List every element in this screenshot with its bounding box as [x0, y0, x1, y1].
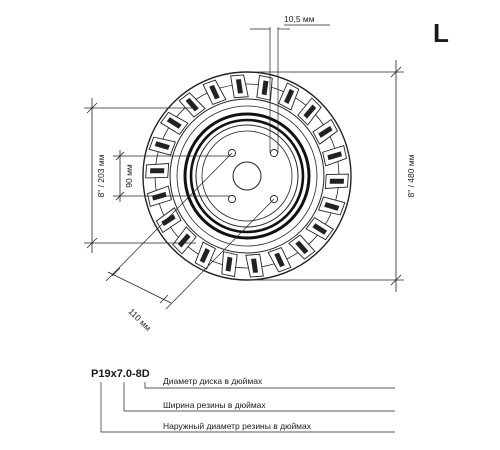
bolt-hole-label: 10,5 мм: [284, 14, 315, 24]
dim-rim-diameter: 8" / 203 мм: [84, 98, 196, 253]
rim-diameter-label: 8" / 203 мм: [96, 154, 106, 197]
center-bore: [232, 161, 262, 191]
tread-lug-groove: [295, 240, 309, 255]
tread-lug-groove: [166, 117, 182, 129]
bolt-circle-label: 110 мм: [127, 306, 154, 333]
dim-center-bore: 90 мм: [113, 150, 230, 202]
tread-lug-groove: [284, 88, 295, 105]
rim-second-ring: [189, 118, 305, 234]
tire: [142, 71, 352, 281]
tread-lug-groove: [251, 258, 259, 273]
rim-outer-ring: [183, 112, 311, 240]
tread-lug-groove: [303, 104, 317, 119]
center-bore-label: 90 мм: [124, 164, 134, 188]
rim-flange: [195, 124, 299, 228]
tread-lug-groove: [274, 252, 285, 268]
tread-lug-groove: [199, 247, 210, 264]
tread-lug-groove: [327, 151, 342, 161]
size-legend: P19x7.0-8D Диаметр диска в дюймах Ширина…: [91, 368, 395, 433]
dim-bolt-hole: 10,5 мм: [250, 14, 330, 153]
tread-lug-groove: [149, 168, 165, 174]
tread-lugs: [145, 74, 349, 278]
corner-letter: L: [433, 18, 449, 48]
dim-outer-diameter: 8" / 480 мм: [255, 60, 416, 292]
tread-lug-groove: [318, 125, 333, 138]
rim-disc: [201, 130, 293, 222]
tread-lug-groove: [177, 233, 191, 248]
rim-diameter-meaning: Диаметр диска в дюймах: [163, 376, 263, 386]
tread-lug-groove: [225, 256, 233, 272]
tread-lug-groove: [154, 141, 170, 150]
tire-width-meaning: Ширина резины в дюймах: [163, 400, 266, 410]
bolt-hole: [227, 194, 237, 204]
tread-lug-groove: [261, 80, 269, 96]
sidewall-inner: [176, 105, 318, 247]
tread-lug-groove: [161, 214, 176, 227]
tread-lug-groove: [324, 202, 340, 211]
tread-lug-groove: [235, 79, 243, 94]
outer-diameter-meaning: Наружный диаметр резины в дюймах: [163, 421, 312, 431]
tread-lug-groove: [312, 223, 328, 235]
outer-diameter-label: 8" / 480 мм: [406, 154, 416, 197]
bolt-hole: [269, 148, 279, 158]
tire-size-code: P19x7.0-8D: [91, 368, 150, 380]
tread-lug-groove: [329, 178, 345, 184]
tread-lug-groove: [209, 84, 220, 100]
